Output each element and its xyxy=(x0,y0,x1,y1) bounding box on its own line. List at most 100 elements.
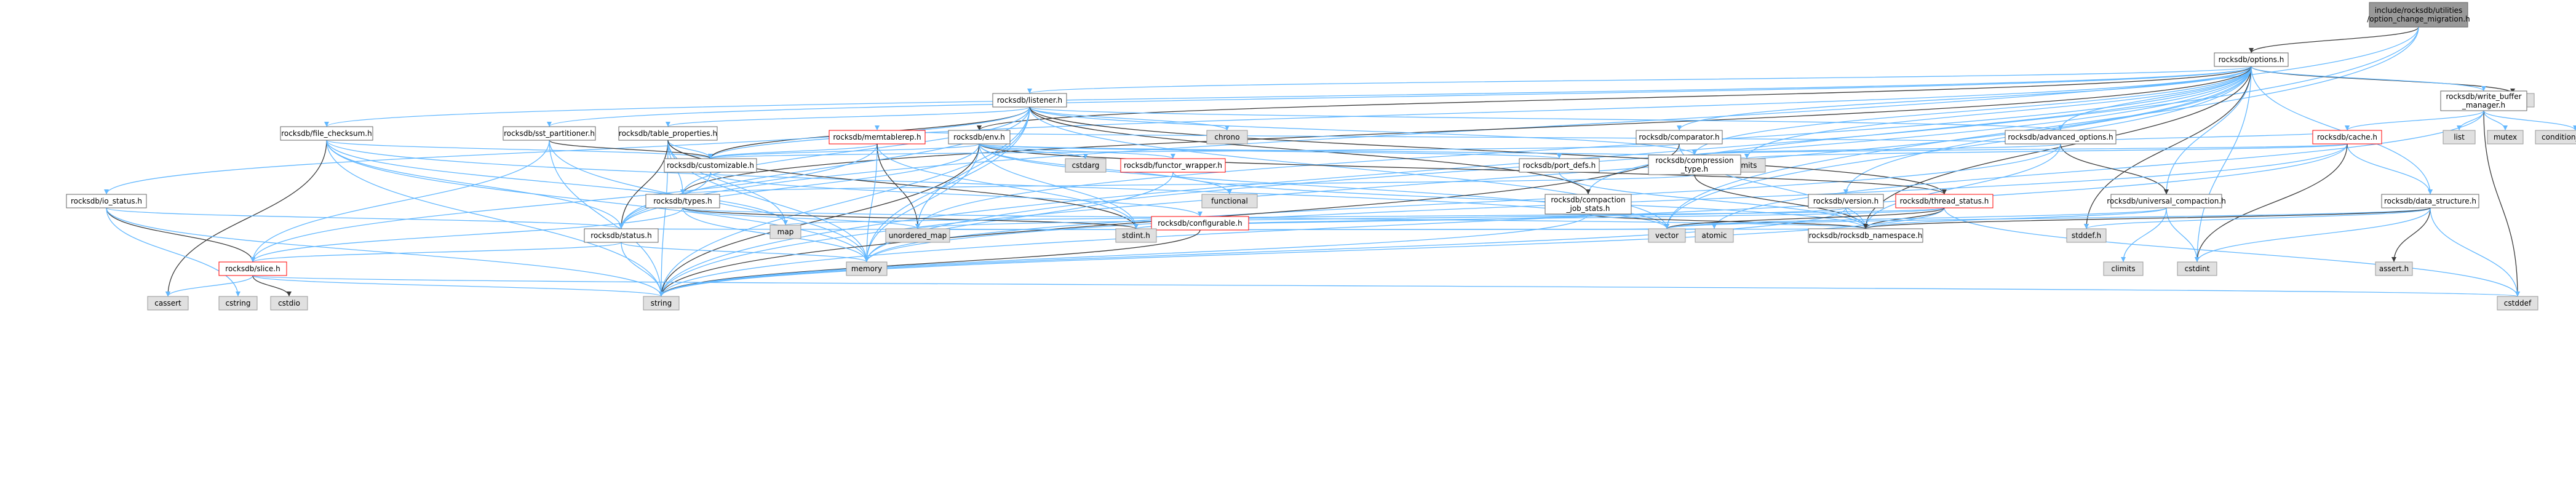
edge-arrowhead-datastruct-to-assert xyxy=(2391,257,2396,262)
node-cstddef: cstddef xyxy=(2497,296,2538,311)
edge-arrowhead-env-to-cstdarg xyxy=(1083,154,1088,159)
node-box-types xyxy=(645,194,720,208)
node-box-namespace xyxy=(1808,228,1923,243)
edge-types-to-unordered_map xyxy=(682,207,918,229)
node-label-condvar-0: condition_variable xyxy=(2542,133,2576,141)
node-customizable[interactable]: rocksdb/customizable.h xyxy=(664,158,757,173)
node-box-cstddef xyxy=(2497,296,2538,311)
node-configurable[interactable]: rocksdb/configurable.h xyxy=(1151,216,1249,231)
edge-filechecksum-to-memory xyxy=(326,140,867,263)
node-functorwrapper[interactable]: rocksdb/functor_wrapper.h xyxy=(1120,158,1226,173)
edge-advopts-to-compression xyxy=(1694,143,2061,156)
node-vector: vector xyxy=(1648,228,1686,243)
node-wbm[interactable]: rocksdb/write_buffer_manager.h xyxy=(2440,90,2527,111)
edge-tableprops-to-map xyxy=(667,140,786,226)
edge-filechecksum-to-customizable xyxy=(326,140,711,159)
edge-universal-to-vector xyxy=(1666,207,2167,229)
node-label-env-0: rocksdb/env.h xyxy=(953,133,1005,141)
node-universal[interactable]: rocksdb/universal_compaction.h xyxy=(2107,194,2226,208)
edge-threadstatus-to-vector xyxy=(1666,207,1945,229)
node-sstpart[interactable]: rocksdb/sst_partitioner.h xyxy=(503,126,596,141)
edge-sstpart-to-customizable xyxy=(549,140,711,159)
node-box-advopts xyxy=(2005,130,2117,145)
node-box-configurable xyxy=(1151,216,1249,231)
edge-arrowhead-status-to-memory xyxy=(864,257,869,262)
edge-listener-to-chrono xyxy=(1029,106,1228,131)
node-root[interactable]: include/rocksdb/utilities/option_change_… xyxy=(2367,2,2470,28)
edge-arrowhead-status-to-slice xyxy=(250,257,255,262)
edge-cache-to-datastruct xyxy=(2347,143,2431,195)
node-box-chrono xyxy=(1206,130,1248,145)
node-box-options xyxy=(2214,52,2289,67)
node-box-tableprops xyxy=(618,126,718,141)
edge-env-to-memory xyxy=(866,143,980,263)
edge-slice-to-cstdio xyxy=(252,275,290,297)
edge-datastruct-to-cstdint xyxy=(2196,207,2431,263)
node-compjobstats[interactable]: rocksdb/compaction_job_stats.h xyxy=(1544,194,1632,215)
node-memtablerep[interactable]: rocksdb/memtablerep.h xyxy=(829,130,926,145)
node-cstdarg: cstdarg xyxy=(1065,158,1107,173)
edge-listener-to-unordered_map xyxy=(917,106,1030,229)
node-version[interactable]: rocksdb/version.h xyxy=(1808,194,1884,208)
node-label-iostatus-0: rocksdb/io_status.h xyxy=(71,197,142,205)
node-box-listener xyxy=(992,93,1067,108)
node-label-functional-0: functional xyxy=(1211,197,1248,205)
edge-options-to-vector xyxy=(1666,66,2252,229)
edge-env-to-limits xyxy=(979,143,1747,159)
node-threadstatus[interactable]: rocksdb/thread_status.h xyxy=(1895,194,1994,208)
node-datastruct[interactable]: rocksdb/data_structure.h xyxy=(2381,194,2479,208)
edge-wbm-to-atomic xyxy=(1714,110,2484,229)
node-iostatus[interactable]: rocksdb/io_status.h xyxy=(66,194,147,208)
edge-types-to-stdint xyxy=(682,207,1137,229)
node-tableprops[interactable]: rocksdb/table_properties.h xyxy=(618,126,718,141)
edge-arrowhead-env-to-portdefs xyxy=(1557,154,1562,159)
edge-arrowhead-options-to-listener xyxy=(1027,89,1032,93)
edge-options-to-wbm xyxy=(2251,66,2484,92)
edge-options-to-comparator xyxy=(1679,66,2252,131)
node-types[interactable]: rocksdb/types.h xyxy=(645,194,720,208)
node-compression[interactable]: rocksdb/compression_type.h xyxy=(1648,154,1741,175)
edge-arrowhead-configurable-to-atomic xyxy=(1712,224,1717,229)
node-box-functional xyxy=(1201,194,1258,208)
edge-env-to-portdefs xyxy=(979,143,1560,159)
edge-arrowhead-customizable-to-configurable xyxy=(1198,212,1203,216)
edge-status-to-slice xyxy=(252,242,622,263)
node-listener[interactable]: rocksdb/listener.h xyxy=(992,93,1067,108)
node-box-filechecksum xyxy=(280,126,373,141)
edge-listener-to-advopts xyxy=(1029,106,2061,131)
edge-env-to-stdint xyxy=(979,143,1137,229)
node-box-sstpart xyxy=(503,126,596,141)
edge-iostatus-to-cstring xyxy=(106,207,239,297)
node-options[interactable]: rocksdb/options.h xyxy=(2214,52,2289,67)
node-label-atomic-0: atomic xyxy=(1701,231,1727,240)
node-env[interactable]: rocksdb/env.h xyxy=(948,130,1011,145)
edge-arrowhead-datastruct-to-namespace xyxy=(1863,224,1868,229)
node-cache[interactable]: rocksdb/cache.h xyxy=(2312,130,2382,145)
edge-arrowhead-iostatus-to-cstring xyxy=(236,292,241,296)
node-comparator[interactable]: rocksdb/comparator.h xyxy=(1636,130,1723,145)
edge-options-to-env xyxy=(979,66,2252,131)
edge-slice-to-cstddef xyxy=(252,275,2518,297)
node-box-memtablerep xyxy=(829,130,926,145)
node-box-cstring xyxy=(218,296,258,311)
edge-version-to-string xyxy=(661,207,1847,297)
edge-arrowhead-configurable-to-status xyxy=(619,224,624,229)
edge-iostatus-to-slice xyxy=(106,207,253,263)
edge-status-to-memory xyxy=(621,242,867,263)
node-box-compression xyxy=(1648,154,1741,175)
edge-listener-to-status xyxy=(621,106,1030,229)
node-string: string xyxy=(643,296,680,311)
node-advopts[interactable]: rocksdb/advanced_options.h xyxy=(2005,130,2117,145)
node-box-functorwrapper xyxy=(1120,158,1226,173)
edge-datastruct-to-cstddef xyxy=(2430,207,2518,297)
node-status[interactable]: rocksdb/status.h xyxy=(584,228,659,243)
node-namespace[interactable]: rocksdb/rocksdb_namespace.h xyxy=(1808,228,1923,243)
node-box-cstdarg xyxy=(1065,158,1107,173)
edge-universal-to-climits xyxy=(2123,207,2167,263)
node-portdefs[interactable]: rocksdb/port_defs.h xyxy=(1519,158,1600,173)
edge-filechecksum-to-map xyxy=(326,140,786,226)
node-slice[interactable]: rocksdb/slice.h xyxy=(218,261,287,276)
node-label-limits-0: limits xyxy=(1737,161,1757,170)
node-filechecksum[interactable]: rocksdb/file_checksum.h xyxy=(280,126,373,141)
edge-arrowhead-slice-to-cstdio xyxy=(287,292,292,296)
